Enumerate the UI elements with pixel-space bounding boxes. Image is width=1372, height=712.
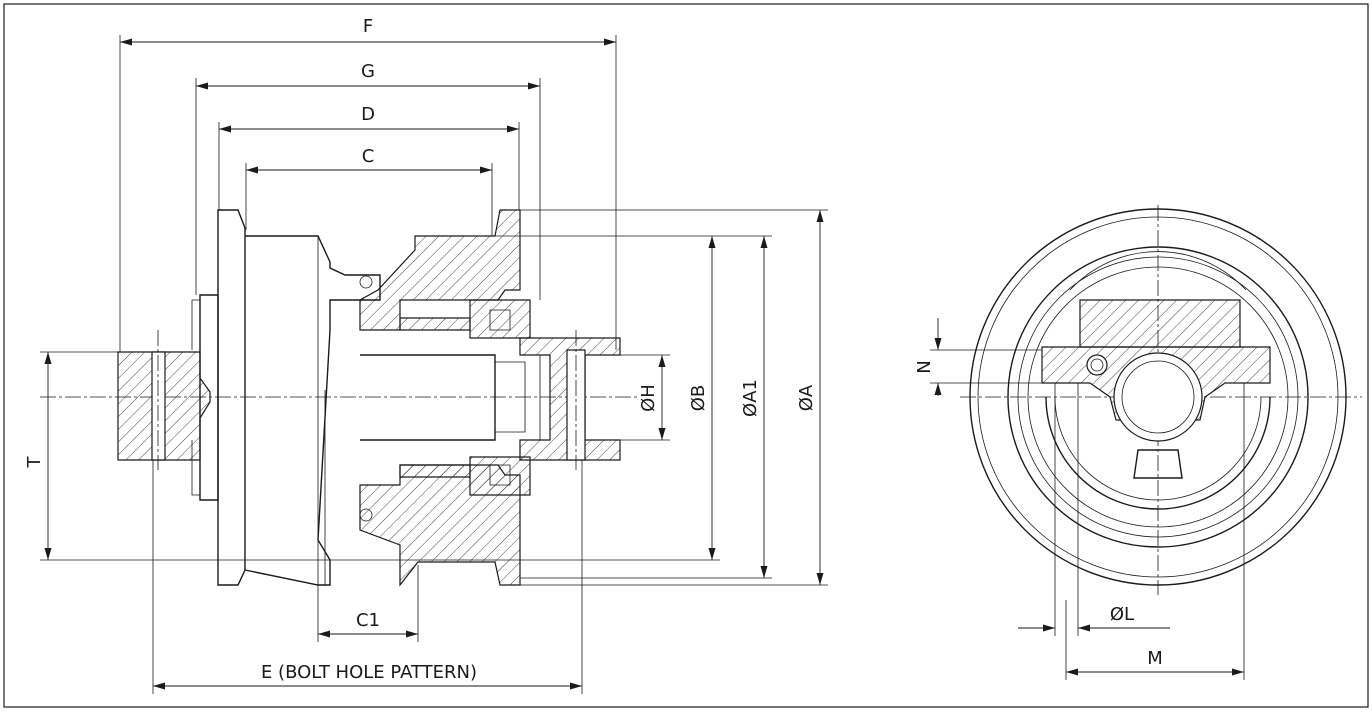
dim-label-C: C [362, 146, 375, 167]
dim-label-N: N [914, 360, 935, 373]
dim-label-F: F [363, 16, 373, 37]
bracket-bolt-hole [151, 351, 166, 461]
dim-label-OL: ØL [1110, 604, 1134, 625]
side-dimensions: F G D C C1 E (BOLT HOLE P [24, 16, 828, 694]
dim-label-E: E (BOLT HOLE PATTERN) [261, 662, 477, 683]
side-section-view [40, 209, 640, 587]
dim-label-OA1: ØA1 [740, 379, 761, 417]
dim-label-D: D [361, 104, 375, 125]
dim-label-OH: ØH [638, 384, 659, 412]
housing-arc [1045, 396, 1271, 510]
shaft [360, 354, 496, 441]
dim-label-OB: ØB [688, 385, 709, 412]
outer-flange-circle [969, 208, 1347, 586]
bottom-nut [1133, 449, 1183, 479]
bearing-upper [469, 299, 531, 339]
end-dimensions: N ØL M [914, 318, 1245, 680]
drawing-border [3, 3, 1369, 708]
bearing-lower [469, 456, 531, 496]
tread-circle [1007, 246, 1309, 548]
seal-upper [399, 317, 471, 331]
roller-body-outline [244, 235, 381, 586]
dim-label-M: M [1147, 648, 1163, 669]
roller-left-flange [217, 209, 246, 586]
bolt-hole [1086, 354, 1108, 376]
dim-label-G: G [361, 61, 375, 82]
dim-label-OA: ØA [796, 384, 817, 411]
hub-bore [1113, 352, 1203, 442]
dim-label-C1: C1 [356, 610, 380, 631]
end-view [960, 205, 1362, 595]
dim-label-T: T [24, 456, 45, 469]
seal-lower [399, 464, 471, 478]
